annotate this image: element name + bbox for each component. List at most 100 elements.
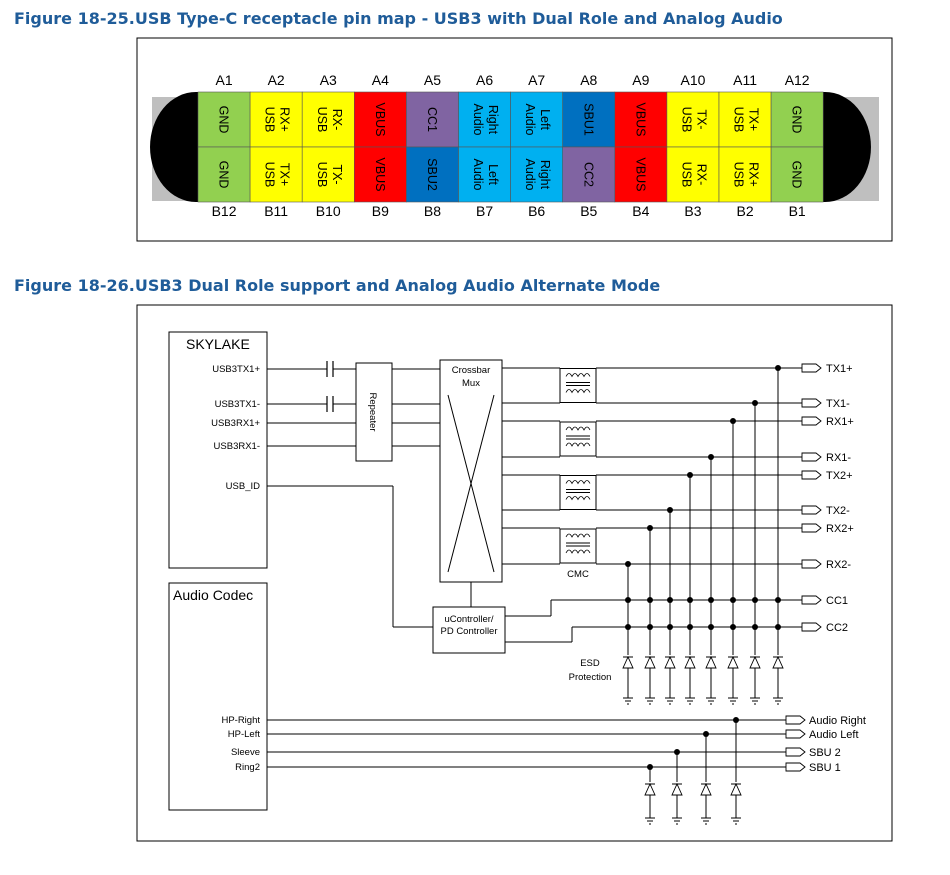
connector-label-tx2: TX2- — [826, 505, 850, 517]
audio-codec-signal-0: HP-Right — [221, 715, 260, 726]
pin-number-b9: B9 — [372, 203, 389, 219]
pin-signal-text: Right — [486, 105, 500, 135]
pin-signal-text: VBUS — [633, 102, 647, 136]
audio-connector-label-2: SBU 2 — [809, 747, 841, 759]
skylake-signal-0: USB3TX1+ — [212, 364, 260, 375]
connector-arrow — [801, 363, 822, 373]
pin-number-a3: A3 — [320, 72, 337, 88]
pin-cell-a11 — [718, 91, 772, 148]
skylake-signal-4: USB_ID — [226, 481, 260, 492]
cmc-coil — [565, 442, 591, 447]
junction-dot — [667, 597, 673, 603]
skylake-title: SKYLAKE — [186, 336, 250, 352]
pin-signal-text: USB — [263, 162, 277, 188]
audio-codec-signal-3: Ring2 — [235, 762, 260, 773]
pin-number-b5: B5 — [580, 203, 597, 219]
block-diagram-frame — [136, 304, 893, 842]
connector-arrow — [801, 559, 822, 569]
pin-signal-text: TX+ — [278, 163, 292, 186]
audio-codec-signal-2: Sleeve — [231, 747, 260, 758]
pin-number-a1: A1 — [215, 72, 232, 88]
pin-number-a7: A7 — [528, 72, 545, 88]
pin-cell-a10 — [666, 91, 720, 148]
connector-arrow — [785, 747, 806, 757]
pin-signal-b8: SBU2 — [425, 158, 439, 191]
pin-number-a8: A8 — [580, 72, 597, 88]
pd-label-2: PD Controller — [440, 626, 497, 637]
pin-signal-a1: GND — [217, 106, 231, 134]
junction-dot — [730, 624, 736, 630]
connector-arrow — [801, 452, 822, 462]
pin-signal-b12: GND — [217, 161, 231, 189]
pin-signal-text: USB — [315, 162, 329, 188]
connector-label-tx1: TX1- — [826, 398, 850, 410]
junction-dot — [708, 624, 714, 630]
pin-cell-b10 — [301, 146, 355, 203]
cmc-block — [559, 421, 597, 457]
skylake-block — [168, 331, 268, 569]
connector-arrow — [801, 595, 822, 605]
pin-signal-text: RX- — [330, 109, 344, 131]
pin-cell-b6 — [510, 146, 564, 203]
crossbar-diagonal — [447, 394, 495, 573]
connector-label-rx2: RX2- — [826, 559, 851, 571]
pin-number-a6: A6 — [476, 72, 493, 88]
pd-label-1: uController/ — [444, 614, 493, 625]
pin-signal-b1: GND — [790, 161, 804, 189]
connector-label-tx2: TX2+ — [826, 470, 853, 482]
pin-number-b8: B8 — [424, 203, 441, 219]
pin-number-a10: A10 — [680, 72, 705, 88]
pin-signal-text: RX+ — [747, 162, 761, 187]
cmc-coil — [565, 426, 591, 431]
pin-cell-a3 — [301, 91, 355, 148]
receptacle-right-cap — [823, 92, 871, 202]
pin-number-b7: B7 — [476, 203, 493, 219]
junction-dot — [752, 624, 758, 630]
connector-arrow — [801, 470, 822, 480]
junction-dot — [647, 597, 653, 603]
pin-signal-text: TX+ — [747, 108, 761, 131]
connector-label-cc1: CC1 — [826, 595, 848, 607]
pin-signal-text: SBU2 — [425, 158, 439, 191]
junction-dot — [687, 597, 693, 603]
pin-number-a11: A11 — [733, 72, 757, 88]
skylake-signal-3: USB3RX1- — [214, 441, 260, 452]
junction-dot — [625, 597, 631, 603]
pin-signal-text: Audio — [471, 159, 485, 191]
pin-cell-b9 — [353, 146, 407, 203]
pin-number-b11: B11 — [264, 203, 288, 219]
pin-signal-text: USB — [679, 162, 693, 188]
cmc-coil — [565, 496, 591, 501]
skylake-signal-1: USB3TX1- — [215, 399, 260, 410]
junction-dot — [775, 597, 781, 603]
pin-cell-b4 — [614, 146, 668, 203]
cmc-coil — [565, 373, 591, 378]
esd-label-1: ESD — [580, 658, 600, 669]
junction-dot — [775, 624, 781, 630]
skylake-signal-2: USB3RX1+ — [211, 418, 260, 429]
junction-dot — [625, 624, 631, 630]
pin-cell-b5 — [562, 146, 616, 203]
pin-cell-b11 — [249, 146, 303, 203]
pin-signal-text: CC2 — [581, 162, 595, 187]
pin-cell-a8 — [562, 91, 616, 148]
repeater-label-group: Repeater — [367, 392, 378, 431]
pin-cell-a5 — [406, 91, 459, 148]
cmc-coil — [565, 389, 591, 394]
pin-signal-text: Right — [538, 160, 552, 190]
cmc-block — [559, 475, 597, 510]
audio-codec-signal-1: HP-Left — [228, 729, 261, 740]
pin-cell-b3 — [666, 146, 720, 203]
cmc-coil — [565, 533, 591, 538]
pin-signal-text: USB — [732, 107, 746, 133]
pin-signal-text: VBUS — [373, 102, 387, 136]
pin-number-a12: A12 — [785, 72, 810, 88]
pin-cell-a9 — [614, 91, 668, 148]
